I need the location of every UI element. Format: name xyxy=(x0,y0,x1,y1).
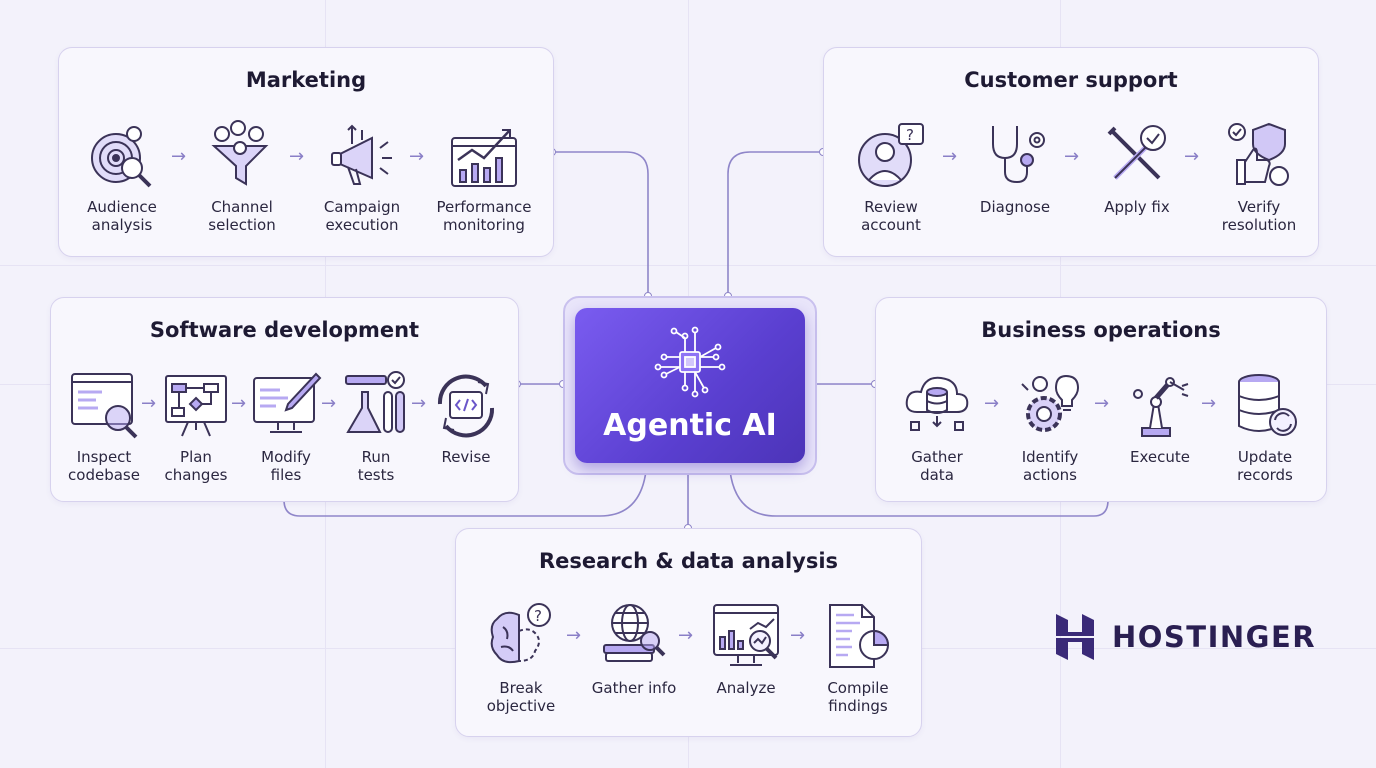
grid-line xyxy=(0,265,1376,266)
step-inspect-codebase: Inspect codebase xyxy=(49,370,159,484)
arrow-right-icon: → xyxy=(790,625,806,646)
gears-lightbulb-icon xyxy=(1021,374,1080,432)
svg-text:?: ? xyxy=(906,126,914,144)
database-sync-icon xyxy=(1238,374,1297,436)
brain-question-icon: ? xyxy=(490,603,551,664)
arrow-right-icon: → xyxy=(409,146,425,167)
user-question-icon: ? xyxy=(858,123,924,187)
step-gather-data: Gather data xyxy=(882,370,992,484)
step-campaign-execution: Campaign execution xyxy=(307,120,417,234)
step-compile-findings: Compile findings xyxy=(803,601,913,715)
step-execute: Execute xyxy=(1105,370,1215,466)
ai-chip-icon xyxy=(654,326,726,398)
step-analyze: Analyze xyxy=(691,601,801,697)
card-title: Business operations xyxy=(981,318,1221,342)
hostinger-logo-icon xyxy=(1056,614,1094,660)
step-audience-analysis: Audience analysis xyxy=(67,120,177,234)
arrow-right-icon: → xyxy=(566,625,582,646)
step-performance-monitoring: Performance monitoring xyxy=(429,120,539,234)
card-title: Customer support xyxy=(964,68,1178,92)
globe-books-icon xyxy=(603,604,666,662)
code-window-magnifier-icon xyxy=(71,373,138,439)
step-diagnose: Diagnose xyxy=(960,120,1070,216)
step-break-objective: ? Break objective xyxy=(466,601,576,715)
funnel-icon xyxy=(211,120,269,186)
arrow-right-icon: → xyxy=(942,146,958,167)
report-pie-icon xyxy=(829,604,890,668)
flowchart-board-icon xyxy=(165,375,227,437)
step-review-account: ? Review account xyxy=(836,120,946,234)
step-modify-files: Modify files xyxy=(231,370,341,484)
target-magnifier-icon xyxy=(91,126,152,188)
brand-name: HOSTINGER xyxy=(1112,620,1317,654)
arrow-right-icon: → xyxy=(984,393,1000,414)
arrow-right-icon: → xyxy=(1064,146,1080,167)
card-title: Marketing xyxy=(245,68,367,92)
step-revise: Revise xyxy=(411,370,521,466)
step-run-tests: Run tests xyxy=(321,370,431,484)
research-data-analysis-card: Research & data analysis ? Break objecti… xyxy=(455,528,922,737)
business-operations-card: Business operations Gather data → Identi… xyxy=(875,297,1327,502)
dashboard-magnifier-icon xyxy=(713,604,779,666)
robot-arm-icon xyxy=(1133,377,1189,437)
customer-support-card: Customer support ? Review account → Diag… xyxy=(823,47,1319,257)
step-verify-resolution: Verify resolution xyxy=(1204,120,1314,234)
arrow-right-icon: → xyxy=(678,625,694,646)
step-plan-changes: Plan changes xyxy=(141,370,251,484)
hub-title: Agentic AI xyxy=(603,408,777,443)
card-title: Software development xyxy=(149,318,420,342)
megaphone-icon xyxy=(331,124,392,185)
marketing-card: Marketing Audience analysis → Channel se… xyxy=(58,47,554,257)
step-apply-fix: Apply fix xyxy=(1082,120,1192,216)
arrow-right-icon: → xyxy=(231,393,247,414)
step-gather-info: Gather info xyxy=(579,601,689,697)
agentic-ai-hub: Agentic AI xyxy=(563,296,817,475)
arrow-right-icon: → xyxy=(1201,393,1217,414)
svg-text:?: ? xyxy=(534,607,542,625)
step-identify-actions: Identify actions xyxy=(995,370,1105,484)
monitor-pencil-icon xyxy=(253,372,322,433)
step-channel-selection: Channel selection xyxy=(187,120,297,234)
refresh-code-icon xyxy=(437,374,495,438)
arrow-right-icon: → xyxy=(321,393,337,414)
growth-chart-icon xyxy=(451,129,517,187)
cloud-database-icon xyxy=(905,376,969,431)
software-development-card: Software development Inspect codebase → … xyxy=(50,297,519,502)
card-title: Research & data analysis xyxy=(538,549,839,573)
arrow-right-icon: → xyxy=(1094,393,1110,414)
arrow-right-icon: → xyxy=(289,146,305,167)
arrow-right-icon: → xyxy=(411,393,427,414)
arrow-right-icon: → xyxy=(1184,146,1200,167)
agentic-ai-panel: Agentic AI xyxy=(575,308,805,463)
wrench-screwdriver-icon xyxy=(1107,125,1166,180)
stethoscope-icon xyxy=(992,126,1045,184)
arrow-right-icon: → xyxy=(141,393,157,414)
step-update-records: Update records xyxy=(1210,370,1320,484)
arrow-right-icon: → xyxy=(171,146,187,167)
thumbs-up-shield-icon xyxy=(1228,122,1289,186)
test-flasks-icon xyxy=(345,371,405,433)
